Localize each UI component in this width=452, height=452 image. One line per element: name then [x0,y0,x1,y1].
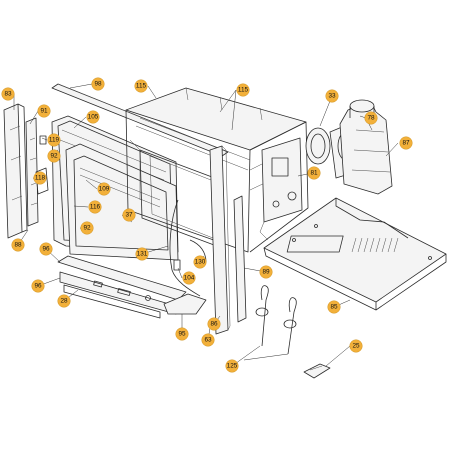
callout-95: 95 [175,327,189,341]
svg-text:105: 105 [88,114,99,121]
callout-131: 131 [135,247,149,261]
svg-text:116: 116 [90,204,101,211]
svg-text:63: 63 [204,337,212,344]
callout-89: 89 [259,265,273,279]
svg-text:98: 98 [94,81,102,88]
callout-96-upper: 96 [39,242,53,256]
svg-text:91: 91 [40,108,48,115]
callout-105: 105 [86,110,100,124]
hinge-bracket-strip [25,117,49,227]
svg-text:88: 88 [14,242,22,249]
callout-25: 25 [349,339,363,353]
callout-92-upper: 92 [47,149,61,163]
firebox-body [125,87,309,253]
callout-109: 109 [97,182,111,196]
svg-text:89: 89 [262,269,270,276]
callout-116: 116 [88,200,102,214]
callout-91: 91 [37,104,51,118]
accessory-clip [303,363,331,379]
svg-text:95: 95 [178,331,186,338]
base-tray [263,197,447,311]
callout-78: 78 [364,111,378,125]
callout-88: 88 [11,238,25,252]
callout-98: 98 [91,77,105,91]
svg-text:85: 85 [330,304,338,311]
callout-125: 125 [225,359,239,373]
callout-86: 86 [207,317,221,331]
callout-85: 85 [327,300,341,314]
svg-text:115: 115 [136,83,147,90]
svg-text:37: 37 [125,212,133,219]
svg-text:87: 87 [402,140,410,147]
callout-104: 104 [182,271,196,285]
callout-63: 63 [201,333,215,347]
svg-text:115: 115 [238,87,249,94]
callout-87: 87 [399,136,413,150]
hooks-pair [255,285,297,355]
svg-text:131: 131 [137,251,148,258]
callout-96-lower: 96 [31,279,45,293]
svg-text:33: 33 [328,93,336,100]
side-post-front [209,145,231,335]
callout-115-top: 115 [134,79,148,93]
callout-92-lower: 92 [80,221,94,235]
control-electronics [259,137,303,241]
svg-text:125: 125 [227,363,238,370]
svg-text:119: 119 [49,137,60,144]
svg-text:109: 109 [99,186,110,193]
callout-118: 118 [33,171,47,185]
svg-text:130: 130 [195,259,206,266]
svg-text:92: 92 [83,225,91,232]
lower-bracket [163,293,207,315]
side-post-rear [233,195,247,323]
door-glass-panel [65,143,179,261]
svg-text:92: 92 [50,153,58,160]
svg-text:96: 96 [42,246,50,253]
callout-33: 33 [325,89,339,103]
callout-37: 37 [122,208,136,222]
callout-115-right: 115 [236,83,250,97]
callout-83: 83 [1,87,15,101]
callout-81: 81 [307,166,321,180]
svg-text:96: 96 [34,283,42,290]
svg-text:25: 25 [352,343,360,350]
callout-28: 28 [57,294,71,308]
callout-119: 119 [47,133,61,147]
svg-text:118: 118 [35,175,46,182]
parts-artwork [3,83,447,379]
svg-text:83: 83 [4,91,12,98]
left-side-panel [3,103,28,239]
svg-text:28: 28 [60,298,68,305]
svg-text:86: 86 [210,321,218,328]
svg-text:81: 81 [310,170,318,177]
svg-text:78: 78 [367,115,375,122]
callout-130: 130 [193,255,207,269]
svg-text:104: 104 [184,275,195,282]
